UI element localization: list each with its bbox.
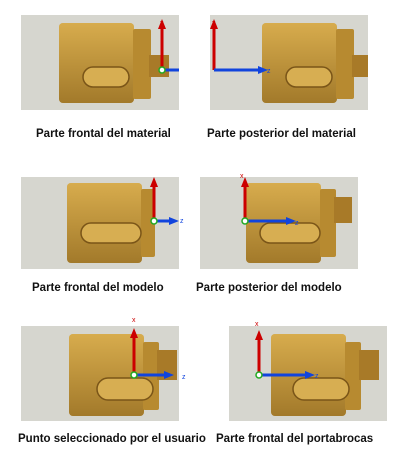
origin-marker — [150, 217, 158, 225]
svg-text:z: z — [180, 218, 184, 225]
part-render: x z — [21, 15, 179, 110]
viewport-front-of-chuck[interactable]: z — [229, 326, 387, 421]
axis-labels-overlay: x z — [132, 317, 186, 380]
panel-caption: Parte frontal del modelo — [32, 282, 164, 294]
panel-caption: Parte posterior del modelo — [196, 282, 342, 294]
viewport-back-of-model[interactable]: z — [200, 177, 358, 269]
svg-text:z: z — [295, 220, 299, 227]
axis-labels-overlay: x z — [180, 218, 184, 225]
viewport-front-of-model[interactable] — [21, 177, 179, 269]
part-render: z — [200, 177, 358, 269]
svg-text:x: x — [160, 20, 164, 27]
axis-labels-overlay: x — [255, 321, 259, 328]
panel-caption: Parte frontal del portabrocas — [216, 433, 374, 445]
svg-text:z: z — [315, 373, 319, 380]
panel-caption: Parte posterior del material — [207, 128, 356, 140]
part-render: x z — [210, 15, 368, 110]
origin-marker — [241, 217, 249, 225]
origin-marker — [130, 371, 138, 379]
viewport-user-selected-point[interactable] — [21, 326, 179, 421]
part-render: z — [229, 326, 387, 421]
svg-text:x: x — [132, 317, 136, 324]
part-render — [21, 177, 179, 269]
panel-caption: Punto seleccionado por el usuario — [18, 433, 206, 445]
origin-marker — [158, 66, 166, 74]
svg-text:z: z — [182, 374, 186, 380]
svg-text:x: x — [255, 321, 259, 328]
svg-text:z: z — [267, 68, 271, 75]
viewport-front-of-stock[interactable]: x z — [21, 15, 179, 110]
panel-caption: Parte frontal del material — [36, 128, 171, 140]
axis-labels-overlay: x — [240, 173, 244, 180]
svg-text:x: x — [212, 20, 216, 27]
origin-marker — [255, 371, 263, 379]
viewport-back-of-stock[interactable]: x z — [210, 15, 368, 110]
svg-text:x: x — [240, 173, 244, 180]
part-render — [21, 326, 179, 421]
